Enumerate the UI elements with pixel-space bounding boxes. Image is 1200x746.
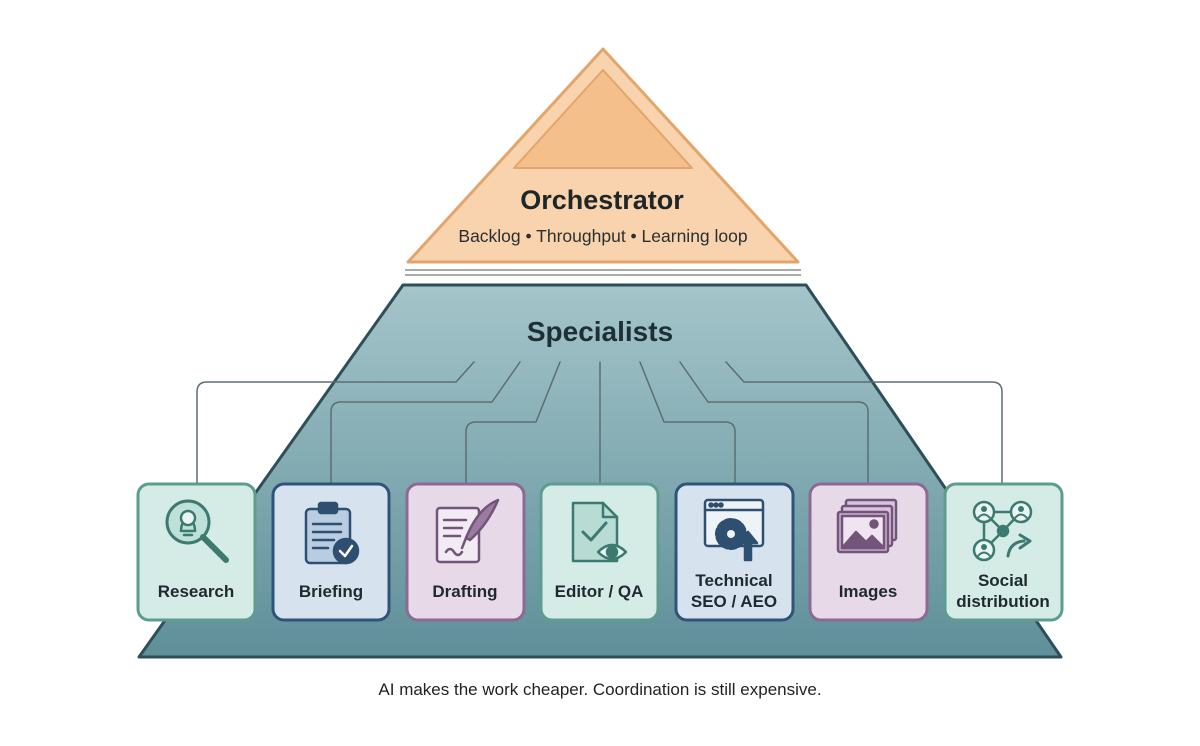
diagram-caption: AI makes the work cheaper. Coordination … [378, 680, 822, 699]
orchestrator-inner-triangle [513, 69, 693, 169]
clipboard-check-icon [304, 501, 360, 565]
card-editor-qa[interactable]: Editor / QA [539, 482, 660, 622]
card-label-technical-line1: Technical [695, 571, 772, 590]
connector-technical-seo [639, 361, 736, 486]
browser-gear-icon [703, 498, 765, 562]
card-technical-seo-aeo[interactable]: Technical SEO / AEO [674, 482, 795, 622]
card-label-drafting: Drafting [432, 582, 497, 601]
document-quill-icon [435, 498, 500, 564]
card-label-editor-qa: Editor / QA [555, 582, 644, 601]
card-label-social-line2: distribution [956, 592, 1049, 611]
orchestrator-specialists-diagram: Orchestrator Backlog • Throughput • Lear… [136, 47, 1064, 659]
card-social-distribution[interactable]: Social distribution [943, 482, 1064, 622]
card-drafting[interactable]: Drafting [405, 482, 526, 622]
document-eye-icon [571, 501, 628, 563]
card-label-social-line1: Social [978, 571, 1028, 590]
card-research[interactable]: Research [136, 482, 257, 622]
card-label-images: Images [839, 582, 898, 601]
orchestrator-title: Orchestrator [520, 185, 684, 215]
card-label-technical-line2: SEO / AEO [691, 592, 777, 611]
connector-briefing [330, 361, 521, 486]
network-share-icon [972, 500, 1033, 562]
card-label-research: Research [158, 582, 235, 601]
connector-drafting [465, 361, 561, 486]
connector-lines [196, 361, 1003, 486]
card-briefing[interactable]: Briefing [271, 482, 391, 622]
connector-social [725, 361, 1003, 486]
connector-research [196, 361, 475, 486]
specialist-cards: Research Briefing [136, 482, 1064, 622]
lightbulb-magnifier-icon [165, 499, 229, 563]
orchestrator-subtitle: Backlog • Throughput • Learning loop [458, 226, 747, 246]
specialists-title: Specialists [527, 316, 673, 347]
connector-images [679, 361, 869, 486]
image-stack-icon [836, 498, 898, 554]
card-label-briefing: Briefing [299, 582, 363, 601]
layer-divider [405, 269, 801, 276]
orchestrator-block: Orchestrator Backlog • Throughput • Lear… [406, 47, 800, 264]
card-images[interactable]: Images [808, 482, 929, 622]
